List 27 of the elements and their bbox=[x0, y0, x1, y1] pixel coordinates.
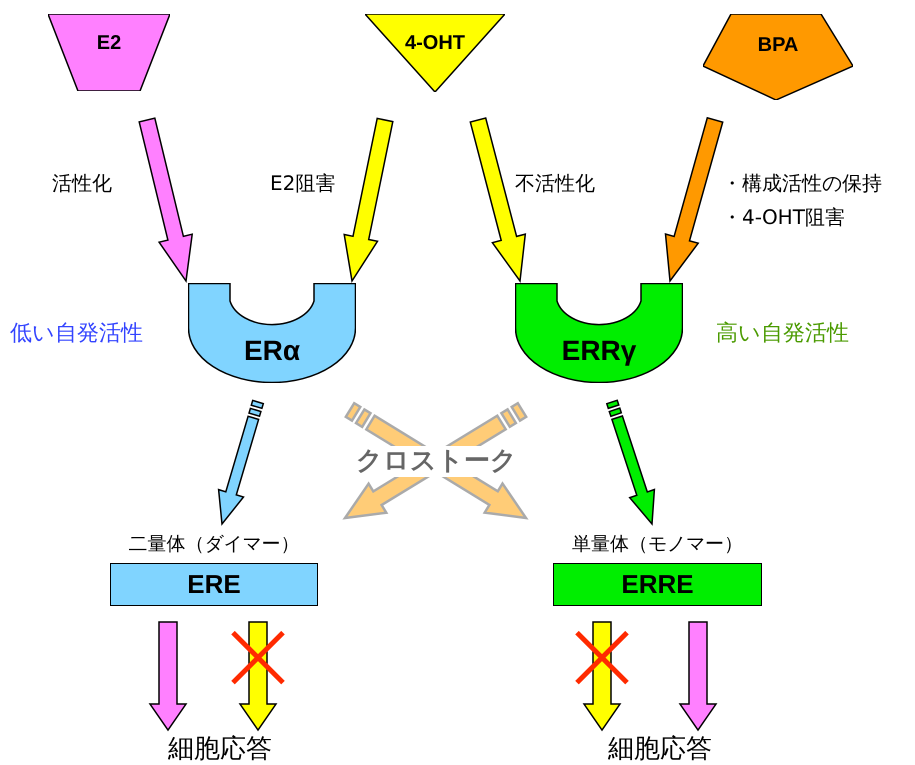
node-label: BPA bbox=[758, 34, 798, 57]
block-arrow bbox=[238, 621, 278, 732]
edge-label: E2阻害 bbox=[270, 170, 336, 197]
edge-label: 不活性化 bbox=[515, 170, 595, 197]
node-label: E2 bbox=[96, 32, 122, 55]
activity-note: 高い自発活性 bbox=[716, 320, 849, 348]
heading-label: 単量体（モノマー） bbox=[571, 532, 744, 557]
edge-label: 活性化 bbox=[52, 170, 112, 197]
edge-label: ・構成活性の保持・4-OHT阻害 bbox=[722, 170, 883, 231]
activity-note: 低い自発活性 bbox=[10, 320, 143, 348]
outcome-label: 細胞応答 bbox=[580, 732, 740, 765]
block-arrow bbox=[606, 399, 656, 526]
outcome-label: 細胞応答 bbox=[140, 732, 300, 765]
block-arrow bbox=[148, 621, 188, 732]
block-arrow bbox=[582, 621, 622, 732]
block-arrow bbox=[664, 116, 724, 283]
block-arrow bbox=[343, 118, 394, 284]
node-label: ERα bbox=[244, 335, 300, 367]
response-element-box: ERRE bbox=[553, 563, 762, 606]
node-label: ERRγ bbox=[562, 335, 636, 367]
heading-label: 二量体（ダイマー） bbox=[128, 532, 300, 557]
block-arrow bbox=[678, 621, 718, 732]
response-element-box: ERE bbox=[110, 563, 318, 606]
block-arrow bbox=[218, 399, 264, 526]
block-arrow bbox=[138, 117, 194, 284]
node-label: 4-OHT bbox=[405, 32, 465, 55]
block-arrow bbox=[469, 117, 526, 284]
